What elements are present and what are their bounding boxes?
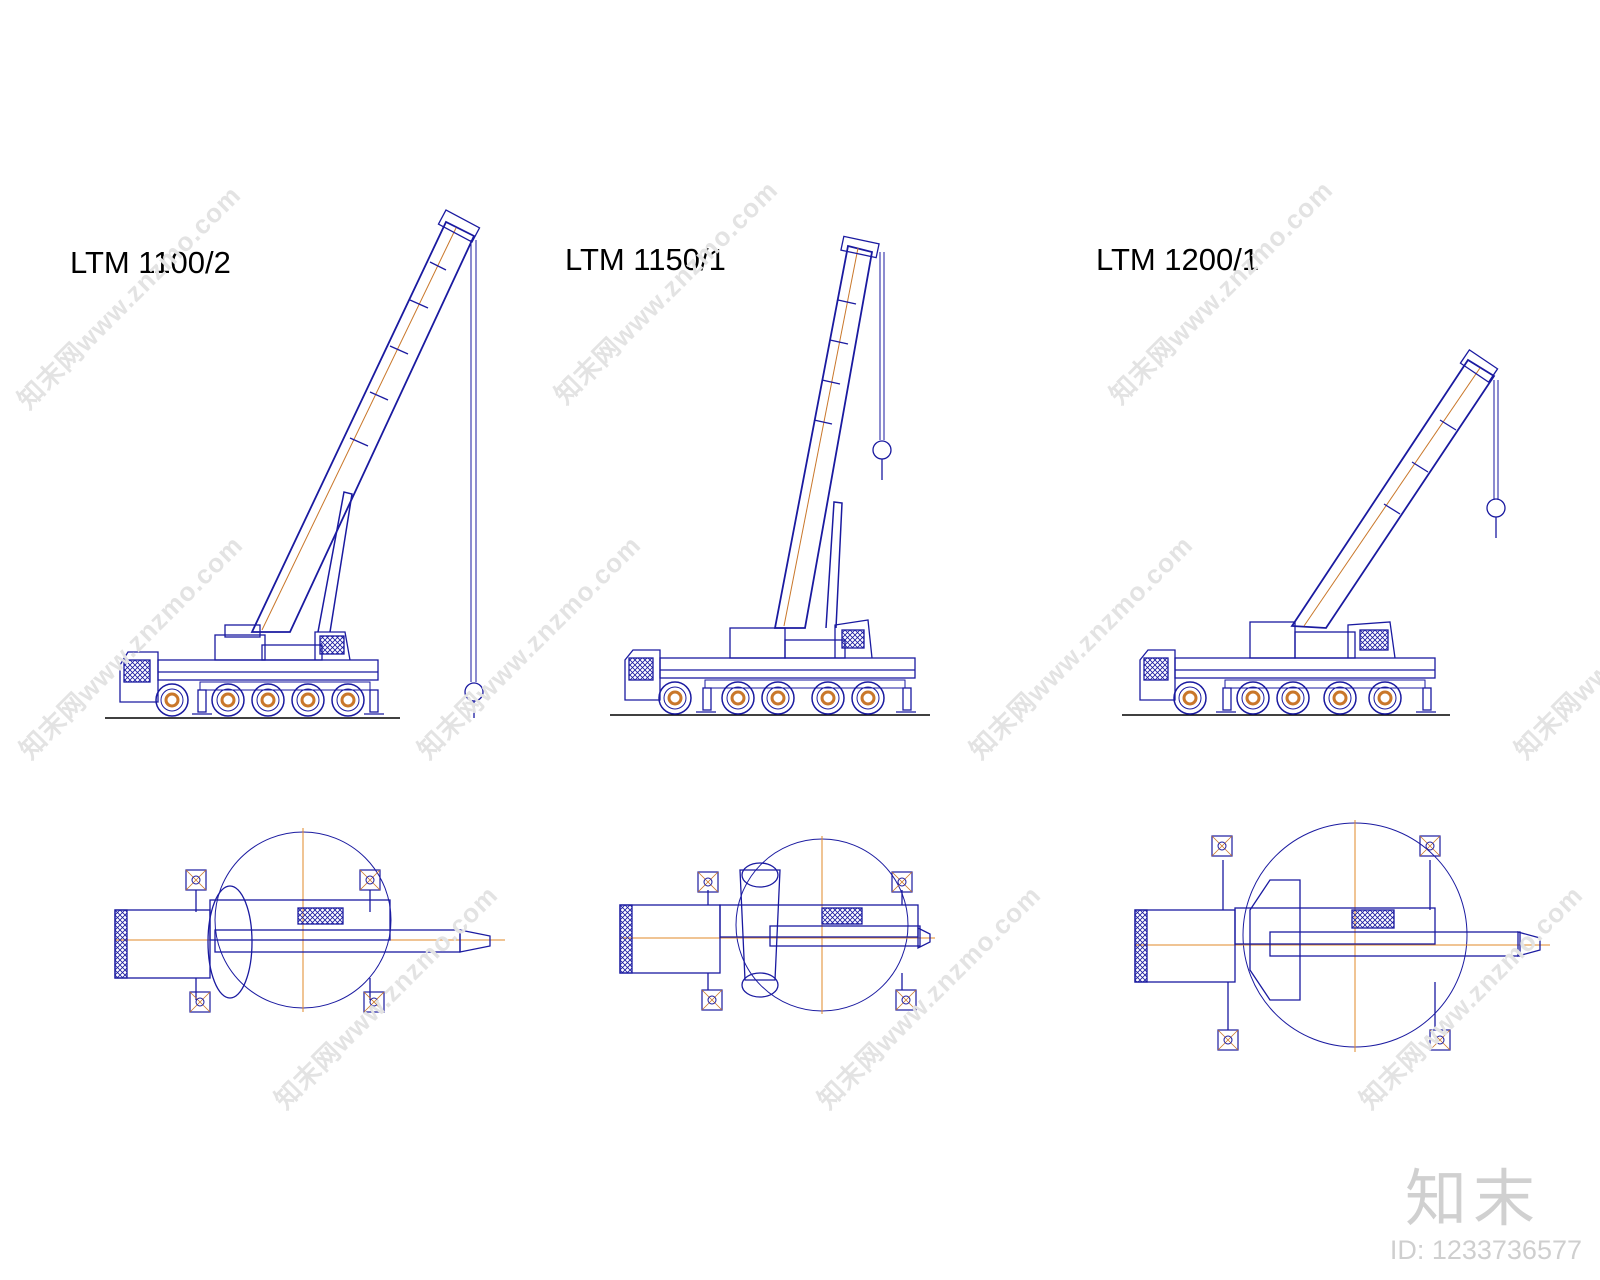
model-title-ltm-1100-2: LTM 1100/2 [70,245,231,280]
crane-2-outrigger-pads [697,871,917,1011]
cab-window-2 [628,657,654,681]
crane-1-wheels [154,682,366,718]
cab-window-3 [1143,657,1169,681]
crane-3-top-view [1134,820,1550,1052]
model-title-ltm-1150-1: LTM 1150/1 [565,242,726,277]
crane-2-top-view [619,836,935,1014]
image-id-label: ID: 1233736577 [1389,1235,1582,1265]
crane-1-top-view [114,828,505,1012]
crane-1-outrigger-pads [185,869,385,1013]
crane-2-side-view [610,235,930,716]
model-title-ltm-1200-1: LTM 1200/1 [1096,242,1260,277]
crane-2-wheels [657,680,886,716]
cab-window-1 [123,659,151,683]
brand-logo: 知末 [1405,1162,1542,1235]
crane-3-outrigger-pads [1211,835,1451,1051]
crane-1-side-view [105,209,484,719]
crane-3-side-view [1122,348,1506,716]
crane-3-wheels [1172,680,1403,716]
